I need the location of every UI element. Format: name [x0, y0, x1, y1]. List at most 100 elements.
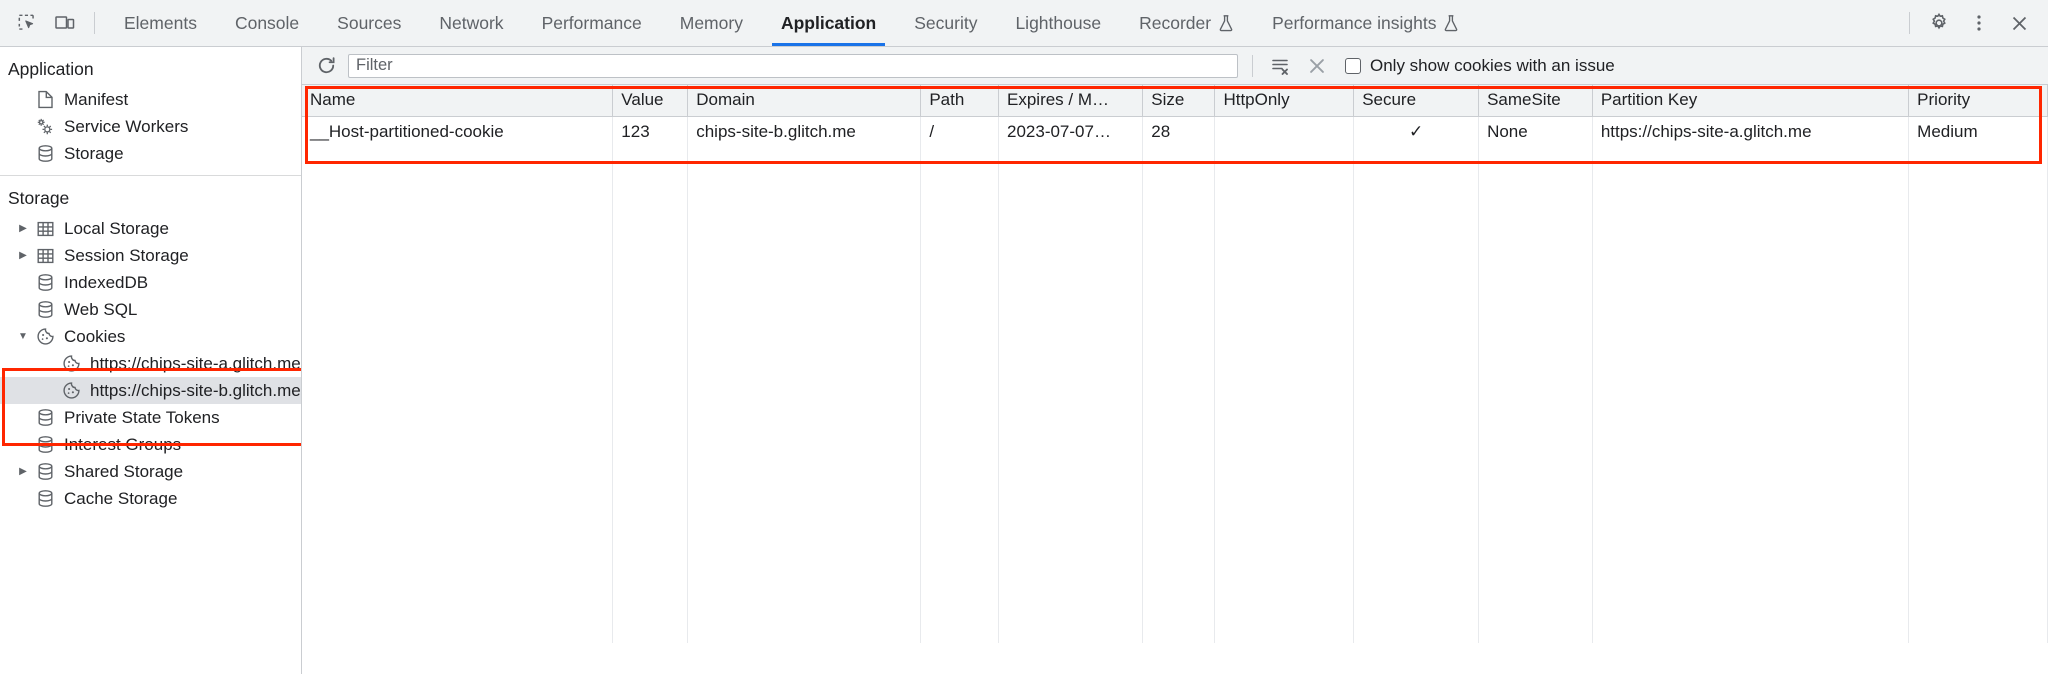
sidebar-item-label: Cookies: [64, 326, 126, 346]
sidebar-item-label: Interest Groups: [64, 434, 182, 454]
sidebar-item-https-chips-site-a-glitch-me[interactable]: ▶ https://chips-site-a.glitch.me: [0, 350, 301, 377]
sidebar-item-indexeddb[interactable]: ▶ IndexedDB: [0, 269, 301, 296]
sidebar-item-private-state-tokens[interactable]: ▶ Private State Tokens: [0, 404, 301, 431]
sidebar-item-manifest[interactable]: ▶ Manifest: [0, 86, 301, 113]
empty-cell: [998, 457, 1144, 488]
refresh-icon[interactable]: [312, 53, 340, 79]
tab-lighthouse[interactable]: Lighthouse: [996, 0, 1120, 46]
column-header-name[interactable]: Name: [302, 85, 614, 117]
tab-memory[interactable]: Memory: [661, 0, 762, 46]
empty-cell: [1592, 612, 1910, 643]
sidebar-item-https-chips-site-b-glitch-me[interactable]: ▶ https://chips-site-b.glitch.me: [0, 377, 301, 404]
sidebar-item-service-workers[interactable]: ▶ Service Workers: [0, 113, 301, 140]
column-header-domain[interactable]: Domain: [687, 85, 922, 117]
empty-cell: [1478, 302, 1593, 333]
empty-cell: [1908, 426, 2048, 457]
column-header-partition-key[interactable]: Partition Key: [1592, 85, 1910, 117]
empty-cell: [998, 147, 1144, 178]
empty-cell: [1908, 457, 2048, 488]
sidebar-item-label: Service Workers: [64, 116, 189, 136]
clear-all-cookies-icon[interactable]: [1267, 53, 1295, 79]
empty-cell: [1353, 147, 1480, 178]
document-icon: [32, 90, 58, 109]
tab-recorder[interactable]: Recorder: [1120, 0, 1253, 46]
empty-cell: [612, 488, 689, 519]
checkbox-box[interactable]: [1345, 57, 1361, 74]
chevron-right-icon[interactable]: ▶: [19, 250, 27, 261]
cookie-icon: [58, 354, 84, 373]
empty-cell: [1478, 333, 1593, 364]
table-empty-row: [302, 612, 2048, 643]
empty-cell: [302, 271, 614, 302]
tab-performance-insights[interactable]: Performance insights: [1253, 0, 1478, 46]
tab-label: Console: [234, 12, 300, 33]
tab-sources[interactable]: Sources: [318, 0, 420, 46]
sidebar-item-label: https://chips-site-b.glitch.me: [90, 380, 301, 400]
empty-cell: [1478, 519, 1593, 550]
empty-cell: [1478, 395, 1593, 426]
empty-cell: [1353, 488, 1480, 519]
clear-filtered-icon[interactable]: [1303, 53, 1331, 79]
empty-cell: [687, 395, 922, 426]
empty-cell: [612, 426, 689, 457]
empty-cell: [1142, 550, 1216, 581]
gear-icon[interactable]: [1920, 4, 1958, 42]
column-header-size[interactable]: Size: [1142, 85, 1216, 117]
empty-cell: [1353, 581, 1480, 612]
cookie-icon: [32, 327, 58, 346]
column-header-httponly[interactable]: HttpOnly: [1214, 85, 1355, 117]
tab-label: Elements: [124, 12, 197, 33]
empty-cell: [920, 333, 999, 364]
empty-cell: [920, 612, 999, 643]
tab-performance[interactable]: Performance: [523, 0, 661, 46]
sidebar-item-session-storage[interactable]: ▶ Session Storage: [0, 242, 301, 269]
column-header-priority[interactable]: Priority: [1908, 85, 2048, 117]
empty-cell: [1214, 519, 1355, 550]
close-icon[interactable]: [2000, 4, 2038, 42]
tab-security[interactable]: Security: [895, 0, 996, 46]
empty-cell: [1478, 178, 1593, 209]
empty-cell: [302, 333, 614, 364]
more-vertical-icon[interactable]: [1960, 4, 1998, 42]
empty-cell: [302, 395, 614, 426]
column-header-value[interactable]: Value: [612, 85, 689, 117]
device-toolbar-icon[interactable]: [46, 4, 84, 42]
tab-label: Network: [439, 12, 504, 33]
table-empty-row: [302, 581, 2048, 612]
database-icon: [32, 144, 58, 163]
column-header-secure[interactable]: Secure: [1353, 85, 1480, 117]
sidebar-item-shared-storage[interactable]: ▶ Shared Storage: [0, 458, 301, 485]
sidebar-item-cache-storage[interactable]: ▶ Cache Storage: [0, 485, 301, 512]
empty-cell: [1478, 271, 1593, 302]
inspect-element-icon[interactable]: [8, 4, 46, 42]
chevron-down-icon[interactable]: ▼: [18, 331, 28, 342]
empty-cell: [920, 271, 999, 302]
sidebar-item-local-storage[interactable]: ▶ Local Storage: [0, 215, 301, 242]
cookies-panel: Only show cookies with an issue NameValu…: [302, 47, 2048, 674]
tab-application[interactable]: Application: [762, 0, 895, 46]
tab-network[interactable]: Network: [420, 0, 522, 46]
empty-cell: [612, 240, 689, 271]
column-header-samesite[interactable]: SameSite: [1478, 85, 1593, 117]
table-empty-row: [302, 550, 2048, 581]
empty-cell: [1478, 612, 1593, 643]
cell-priority: Medium: [1908, 116, 2048, 147]
chevron-right-icon[interactable]: ▶: [19, 223, 27, 234]
column-header-expires-m[interactable]: Expires / M…: [998, 85, 1144, 117]
only-show-issues-checkbox[interactable]: Only show cookies with an issue: [1345, 56, 1615, 76]
tab-elements[interactable]: Elements: [105, 0, 216, 46]
tab-console[interactable]: Console: [216, 0, 318, 46]
empty-cell: [998, 271, 1144, 302]
chevron-right-icon[interactable]: ▶: [19, 466, 27, 477]
sidebar-item-web-sql[interactable]: ▶ Web SQL: [0, 296, 301, 323]
sidebar-item-storage[interactable]: ▶ Storage: [0, 140, 301, 167]
search-input[interactable]: [348, 53, 1238, 78]
empty-cell: [920, 519, 999, 550]
empty-cell: [687, 271, 922, 302]
sidebar-item-cookies[interactable]: ▼ Cookies: [0, 323, 301, 350]
sidebar-item-interest-groups[interactable]: ▶ Interest Groups: [0, 431, 301, 458]
column-header-path[interactable]: Path: [920, 85, 999, 117]
